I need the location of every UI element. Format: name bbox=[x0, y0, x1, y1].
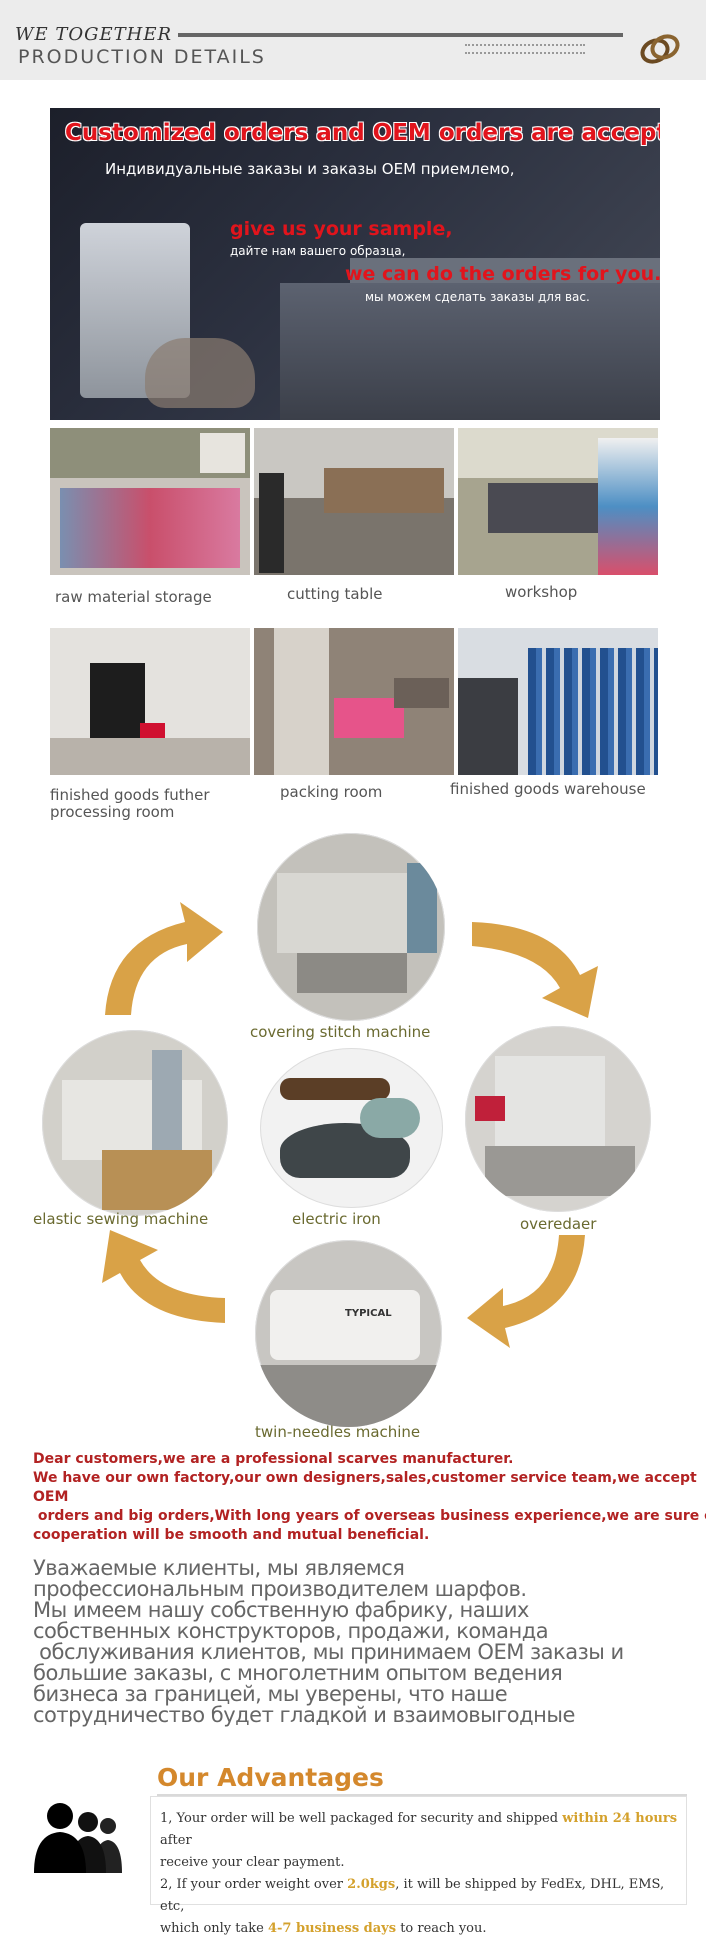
caption-packing-room: packing room bbox=[280, 783, 383, 801]
header-production-details: PRODUCTION DETAILS bbox=[18, 46, 266, 68]
cutting-table-photo bbox=[254, 428, 454, 575]
banner-line3-en: we can do the orders for you. bbox=[345, 263, 660, 285]
header-band bbox=[0, 0, 706, 80]
raw-material-storage-photo bbox=[50, 428, 250, 575]
banner-line2-ru: дайте нам вашего образца, bbox=[230, 244, 406, 258]
caption-raw-material-storage: raw material storage bbox=[55, 588, 212, 606]
banner-line1-en: Customized orders and OEM orders are acc… bbox=[65, 120, 660, 146]
caption-covering-stitch-machine: covering stitch machine bbox=[250, 1023, 431, 1041]
intro-english: Dear customers,we are a professional sca… bbox=[33, 1451, 706, 1543]
cycle-arrow-icon bbox=[102, 1230, 225, 1323]
advantages-underline bbox=[157, 1794, 687, 1796]
caption-elastic-sewing-machine: elastic sewing machine bbox=[33, 1210, 209, 1228]
elastic-sewing-machine-photo bbox=[42, 1030, 228, 1216]
twin-needles-machine-photo: TYPICAL bbox=[255, 1240, 442, 1427]
advantage-2: 2, If your order weight over 2.0kgs, it … bbox=[160, 1877, 665, 1914]
overedaer-photo bbox=[465, 1026, 651, 1212]
caption-processing-room-1: finished goods futher bbox=[50, 786, 210, 804]
caption-overedaer: overedaer bbox=[520, 1215, 597, 1233]
advantages-title: Our Advantages bbox=[157, 1763, 384, 1792]
machine-brand-label: TYPICAL bbox=[345, 1308, 392, 1319]
banner-line3-ru: мы можем сделать заказы для вас. bbox=[365, 290, 590, 304]
header-dots bbox=[465, 52, 585, 54]
cycle-arrow-icon bbox=[472, 922, 598, 1018]
header-we-together: WE TOGETHER bbox=[15, 24, 173, 45]
advantage-1: 1, Your order will be well packaged for … bbox=[160, 1811, 678, 1848]
cycle-arrow-icon bbox=[105, 902, 223, 1015]
electric-iron-photo bbox=[260, 1048, 443, 1208]
people-icon bbox=[34, 1803, 122, 1873]
rings-logo-icon bbox=[640, 34, 680, 64]
caption-workshop: workshop bbox=[505, 583, 578, 601]
covering-stitch-machine-photo bbox=[257, 833, 445, 1021]
packing-room-photo bbox=[254, 628, 454, 775]
factory-building-image bbox=[280, 283, 660, 420]
workshop-photo bbox=[458, 428, 658, 575]
finished-goods-processing-photo bbox=[50, 628, 250, 775]
caption-twin-needles-machine: twin-needles machine bbox=[255, 1423, 421, 1441]
caption-cutting-table: cutting table bbox=[287, 585, 383, 603]
caption-processing-room-2: processing room bbox=[50, 803, 175, 821]
oem-banner: Customized orders and OEM orders are acc… bbox=[50, 108, 660, 420]
banner-line1-ru: Индивидуальные заказы и заказы OEM прием… bbox=[105, 160, 515, 178]
banner-line2-en: give us your sample, bbox=[230, 218, 453, 240]
header-dots bbox=[465, 44, 585, 46]
header-rule bbox=[178, 33, 623, 37]
advantages-box bbox=[150, 1796, 687, 1905]
caption-finished-goods-warehouse: finished goods warehouse bbox=[450, 780, 646, 798]
cycle-arrow-icon bbox=[467, 1235, 585, 1348]
intro-russian: Уважаемые клиенты, мы являемся профессио… bbox=[33, 1556, 624, 1727]
caption-electric-iron: electric iron bbox=[292, 1210, 381, 1228]
advantages-text: 1, Your order will be well packaged for … bbox=[160, 1808, 680, 1940]
finished-goods-warehouse-photo bbox=[458, 628, 658, 775]
